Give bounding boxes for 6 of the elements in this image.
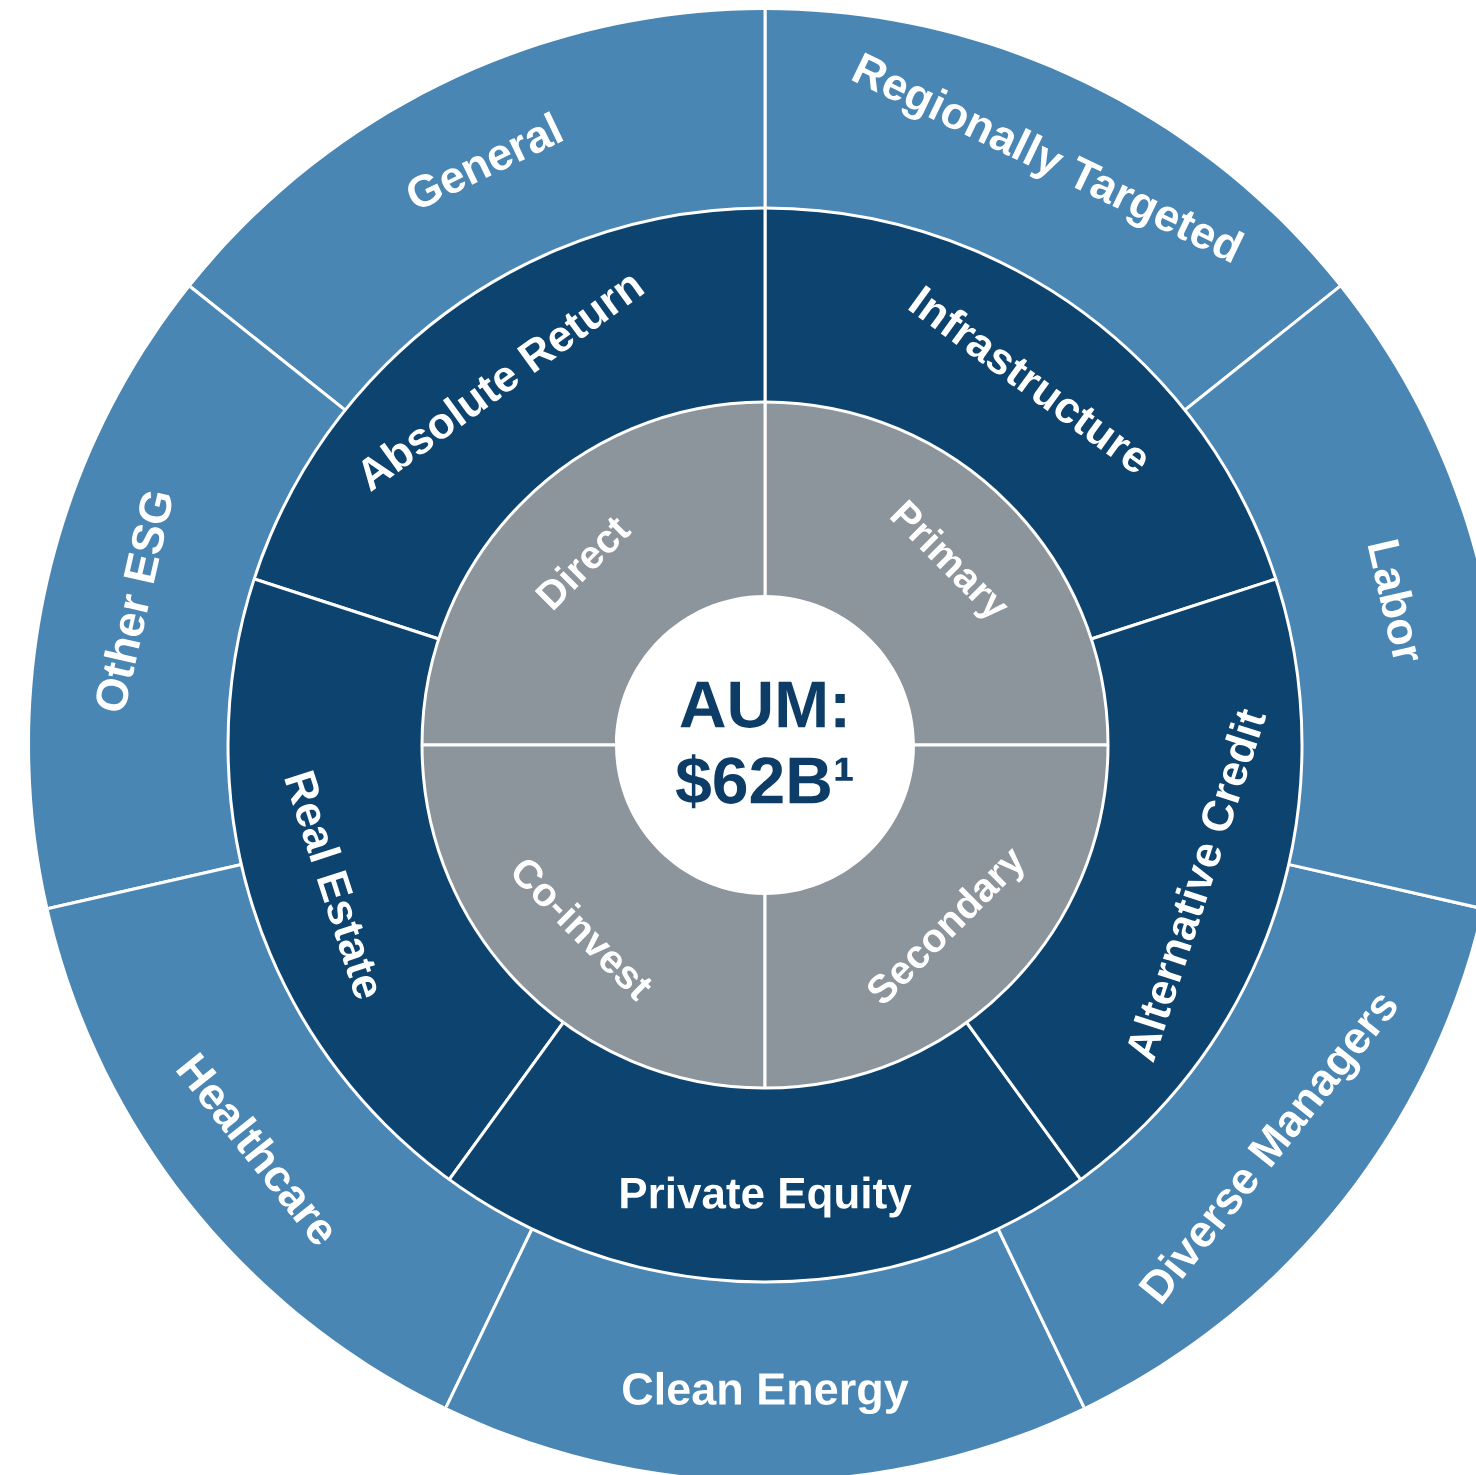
- node-label: Labor: [1367, 539, 1419, 661]
- node-label: Other ESG: [96, 491, 172, 711]
- node-label: Clean Energy: [623, 1371, 909, 1415]
- ring-segment: Private Equity: [448, 1021, 1082, 1282]
- node-label: Private Equity: [621, 1176, 912, 1218]
- ring-segment: Clean Energy: [444, 1228, 1086, 1475]
